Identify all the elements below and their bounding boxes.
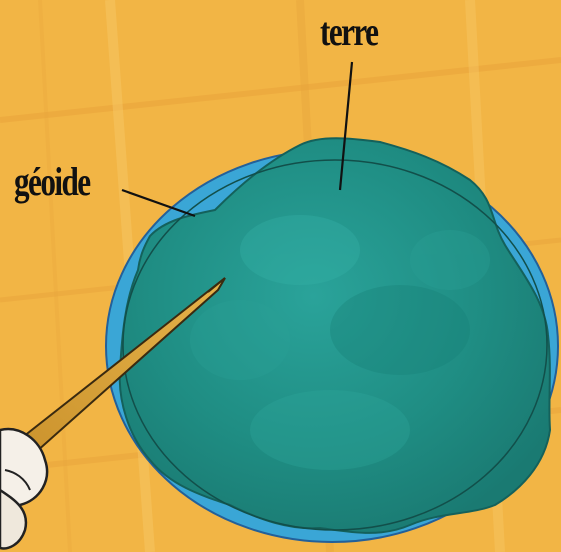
terre-label: terre — [320, 12, 377, 52]
geoide-label: géoide — [14, 162, 90, 202]
